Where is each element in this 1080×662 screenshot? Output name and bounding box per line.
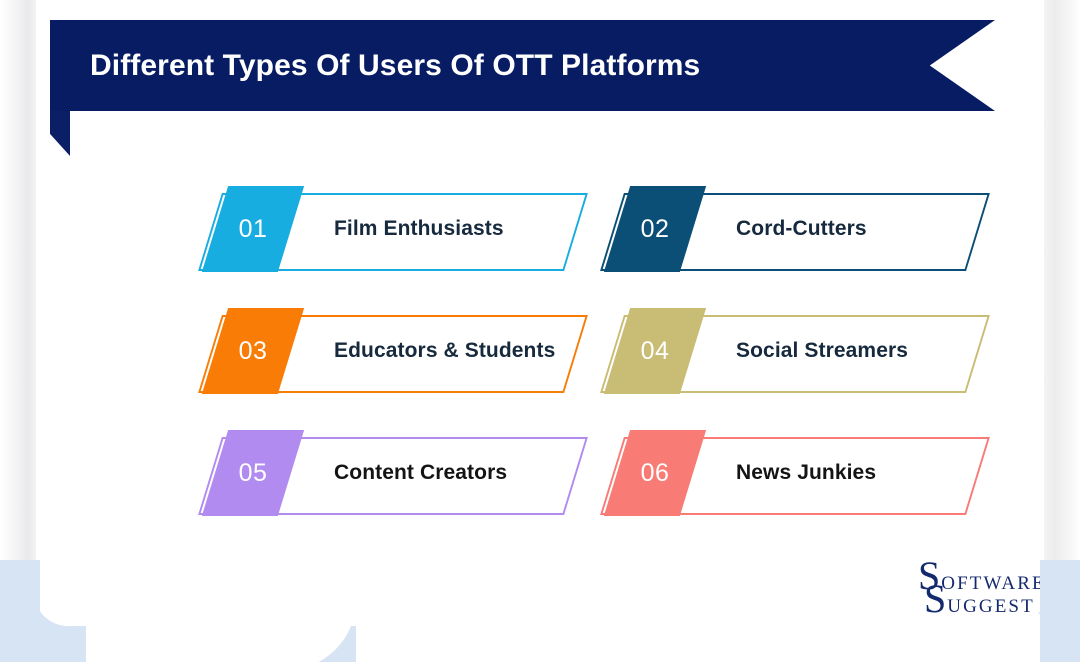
item-number: 01 (238, 214, 268, 243)
logo-initial-top: S (918, 553, 941, 598)
user-type-item-02[interactable]: 02 Cord-Cutters (600, 186, 990, 272)
background-edge-left (0, 0, 36, 600)
user-type-item-06[interactable]: 06 News Junkies (600, 430, 990, 516)
item-number-badge: 04 (603, 308, 707, 394)
content-card: Different Types Of Users Of OTT Platform… (34, 0, 1053, 626)
background-corner-right (1040, 560, 1080, 662)
item-label: Film Enthusiasts (334, 217, 504, 241)
item-number-badge: 01 (201, 186, 305, 272)
item-number: 03 (238, 336, 268, 365)
item-label: Cord-Cutters (736, 217, 867, 241)
logo-top-row: S OFTWARE ® (918, 553, 1053, 598)
item-label: Social Streamers (736, 339, 909, 363)
logo-word-bottom: UGGEST (947, 596, 1035, 617)
background-corner-left (0, 560, 40, 662)
item-label: Content Creators (334, 461, 508, 485)
user-types-grid: 01 Film Enthusiasts 02 Cord-Cutters 03 E… (198, 186, 990, 530)
softwaresuggest-logo: S OFTWARE ® S UGGEST (918, 553, 1078, 621)
item-label: Educators & Students (334, 339, 556, 363)
ribbon-banner: Different Types Of Users Of OTT Platform… (50, 20, 995, 111)
item-label: News Junkies (736, 461, 877, 485)
user-type-item-05[interactable]: 05 Content Creators (198, 430, 588, 516)
item-number-badge: 03 (201, 308, 305, 394)
item-number: 02 (640, 214, 670, 243)
item-number-badge: 05 (201, 430, 305, 516)
header-ribbon: Different Types Of Users Of OTT Platform… (50, 20, 995, 156)
user-type-item-01[interactable]: 01 Film Enthusiasts (198, 186, 588, 272)
background-edge-right (1044, 0, 1080, 600)
logo-initial-bottom: S (924, 576, 947, 621)
user-type-item-03[interactable]: 03 Educators & Students (198, 308, 588, 394)
item-number: 06 (640, 458, 670, 487)
item-number: 05 (238, 458, 268, 487)
item-number: 04 (640, 336, 670, 365)
item-number-badge: 06 (603, 430, 707, 516)
ribbon-fold-tail (50, 110, 70, 156)
page-title: Different Types Of Users Of OTT Platform… (90, 48, 701, 82)
logo-bottom-row: S UGGEST (924, 576, 1035, 621)
user-type-item-04[interactable]: 04 Social Streamers (600, 308, 990, 394)
logo-word-top: OFTWARE (941, 573, 1046, 594)
item-number-badge: 02 (603, 186, 707, 272)
